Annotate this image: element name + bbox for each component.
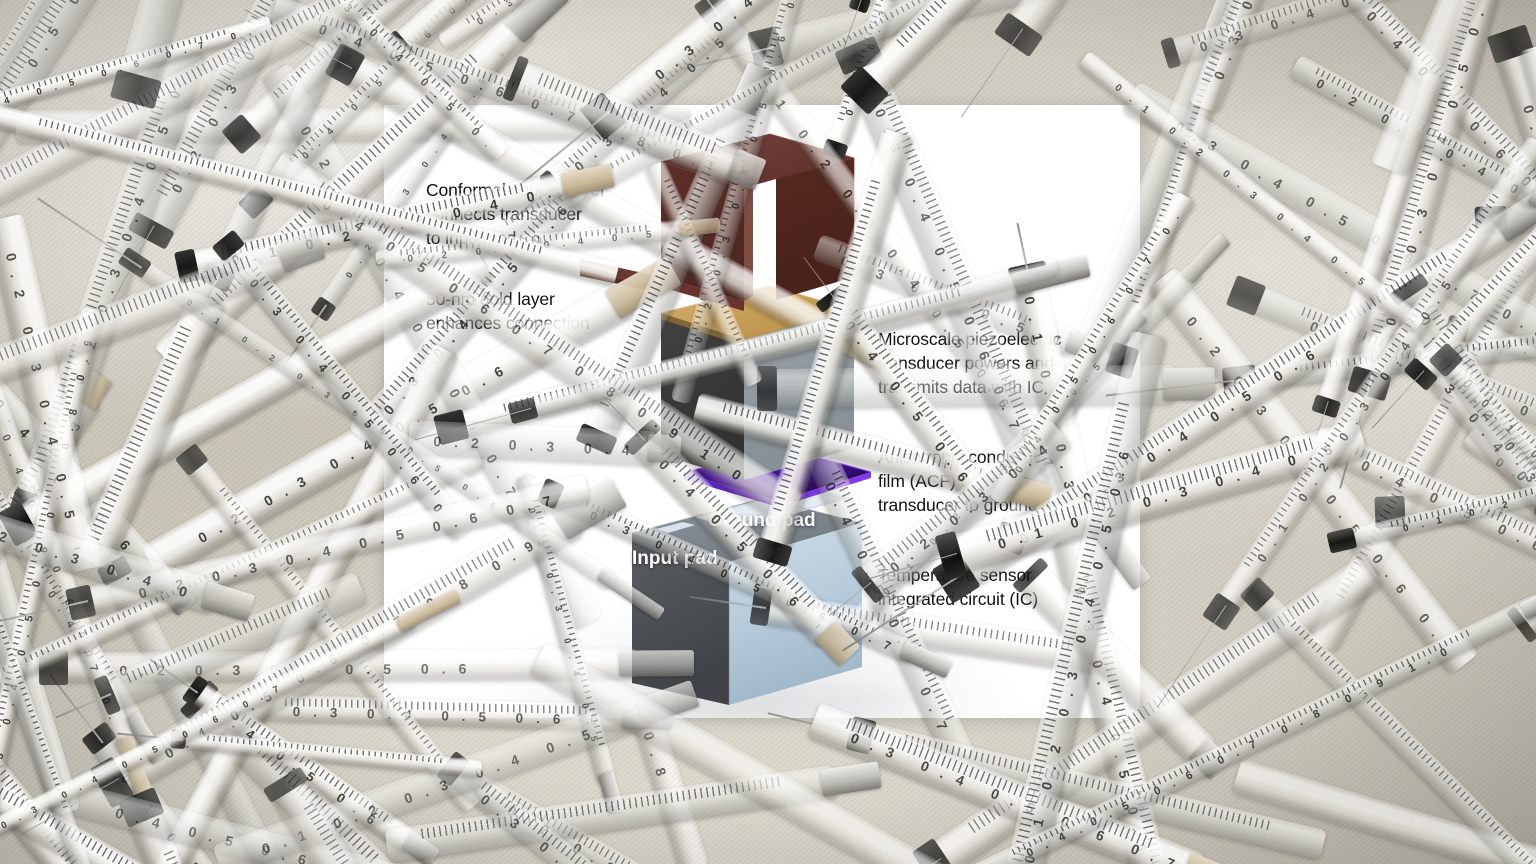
- input-pad-surface: [656, 522, 695, 533]
- syringe-plunger: [1162, 367, 1216, 401]
- copper-right-wall: [776, 158, 854, 300]
- syringe-plunger: [619, 650, 695, 677]
